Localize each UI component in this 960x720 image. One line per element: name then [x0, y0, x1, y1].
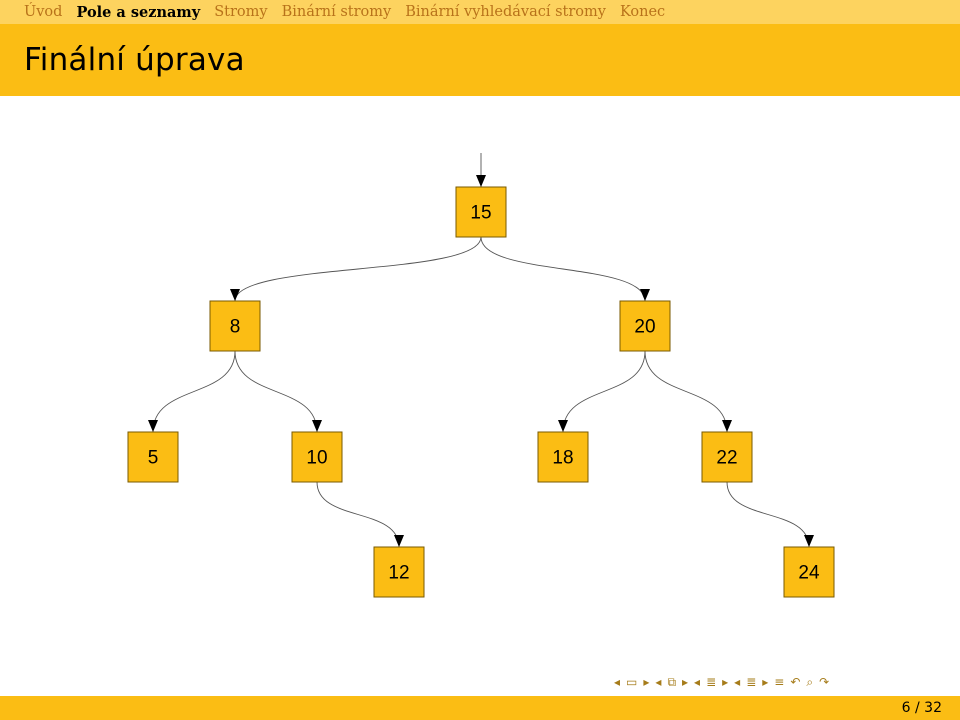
- tree-node-18: 18: [537, 431, 589, 483]
- tree-node-15: 15: [455, 186, 507, 238]
- tree-node-24: 24: [783, 546, 835, 598]
- left-arrow-icon[interactable]: ◂: [614, 675, 621, 689]
- node-label: 24: [798, 563, 820, 584]
- section-icon[interactable]: ≣: [706, 675, 717, 689]
- tree-node-12: 12: [373, 546, 425, 598]
- right-arrow-icon[interactable]: ▸: [643, 675, 650, 689]
- nav-section-uvod[interactable]: Úvod: [24, 4, 63, 20]
- node-box: [783, 546, 835, 598]
- node-box: [455, 186, 507, 238]
- node-label: 22: [716, 448, 737, 469]
- tree-node-22: 22: [701, 431, 753, 483]
- edge-n10-n12: [316, 481, 404, 548]
- node-label: 8: [230, 317, 241, 338]
- edge-n20-n18: [558, 350, 646, 433]
- node-label: 5: [148, 448, 159, 469]
- right-arrow-icon[interactable]: ▸: [682, 675, 689, 689]
- left-arrow-icon[interactable]: ◂: [694, 675, 701, 689]
- left-arrow-icon[interactable]: ◂: [655, 675, 662, 689]
- node-label: 10: [306, 448, 327, 469]
- tree-node-8: 8: [209, 300, 261, 352]
- nav-section-binarni-vyhledavaci-stromy[interactable]: Binární vyhledávací stromy: [405, 4, 606, 20]
- node-box: [537, 431, 589, 483]
- node-box: [209, 300, 261, 352]
- node-label: 12: [388, 563, 409, 584]
- node-box: [291, 431, 343, 483]
- undo-icon[interactable]: ↶: [790, 675, 801, 689]
- edge-n15-n20: [480, 236, 650, 302]
- binary-tree-diagram: 15 8 20 5 10 18 22 12 24: [127, 153, 835, 598]
- node-box: [373, 546, 425, 598]
- edge-n8-n10: [234, 350, 322, 433]
- edge-n20-n22: [644, 350, 732, 433]
- align-icon[interactable]: ≡: [774, 675, 785, 689]
- beamer-navigation-symbols: ◂ ▭ ▸ ◂ ⧉ ▸ ◂ ≣ ▸ ◂ ≣ ▸ ≡ ↶ ⌕ ↷: [614, 672, 960, 692]
- search-icon[interactable]: ⌕: [806, 674, 814, 689]
- edge-n22-n24: [726, 481, 814, 548]
- edge-n8-n5: [148, 350, 236, 433]
- node-label: 20: [634, 317, 655, 338]
- tree-node-20: 20: [619, 300, 671, 352]
- edge-n15-n8: [230, 236, 482, 302]
- nav-section-stromy[interactable]: Stromy: [214, 4, 268, 20]
- right-arrow-icon[interactable]: ▸: [762, 675, 769, 689]
- footer-bar: 6 / 32: [0, 696, 960, 720]
- section-navigation: Úvod Pole a seznamy Stromy Binární strom…: [0, 0, 960, 24]
- left-arrow-icon[interactable]: ◂: [734, 675, 741, 689]
- page-number: 6 / 32: [901, 700, 942, 716]
- node-label: 18: [552, 448, 573, 469]
- node-label: 15: [470, 203, 491, 224]
- subsection-icon[interactable]: ⧉: [667, 674, 677, 689]
- right-arrow-icon[interactable]: ▸: [722, 675, 729, 689]
- nav-section-pole-a-seznamy[interactable]: Pole a seznamy: [76, 3, 201, 21]
- tree-node-5: 5: [127, 431, 179, 483]
- redo-icon[interactable]: ↷: [819, 675, 830, 689]
- frame-icon[interactable]: ▭: [626, 675, 638, 689]
- node-box: [701, 431, 753, 483]
- nav-section-binarni-stromy[interactable]: Binární stromy: [281, 4, 392, 20]
- tree-node-10: 10: [291, 431, 343, 483]
- document-icon[interactable]: ≣: [746, 675, 757, 689]
- node-box: [127, 431, 179, 483]
- nav-section-konec[interactable]: Konec: [619, 4, 666, 20]
- frame-title: Finální úprava: [24, 42, 245, 78]
- node-box: [619, 300, 671, 352]
- frame-title-bar: Finální úprava: [0, 24, 960, 96]
